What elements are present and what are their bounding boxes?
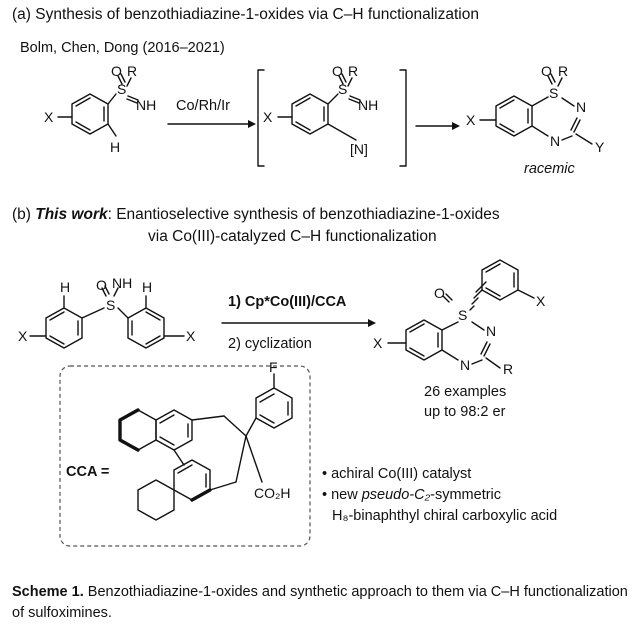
part-b-title-line2: via Co(III)-catalyzed C–H functionalizat… bbox=[148, 228, 437, 245]
atom-x-a1: X bbox=[44, 109, 54, 125]
atom-o-b3: O bbox=[434, 285, 445, 301]
atom-r-a1: R bbox=[127, 63, 138, 79]
atom-n2-a3: N bbox=[550, 133, 561, 149]
bullet-2-pre: • new bbox=[322, 487, 362, 503]
part-b-title: (b) This work: Enantioselective synthesi… bbox=[12, 206, 500, 224]
atom-x-b1: X bbox=[18, 328, 28, 344]
this-work-label: This work bbox=[35, 206, 108, 223]
bullet-2: • new pseudo-C₂-symmetric bbox=[322, 487, 501, 503]
bracket-left bbox=[257, 69, 265, 167]
step2-label: 2) cyclization bbox=[228, 336, 312, 352]
atom-s-a2: S bbox=[338, 81, 348, 97]
atom-n1-a3: N bbox=[576, 99, 587, 115]
ring-a1 bbox=[57, 73, 139, 137]
atom-x-a3: X bbox=[466, 112, 476, 128]
atom-nh-a2: NH bbox=[358, 97, 379, 113]
bullet-3: H₈-binaphthyl chiral carboxylic acid bbox=[332, 508, 558, 524]
cca-structure bbox=[118, 373, 293, 521]
atom-y-a3: Y bbox=[595, 139, 605, 155]
part-a-authors: Bolm, Chen, Dong (2016–2021) bbox=[20, 40, 225, 56]
bullet-2-post: -symmetric bbox=[430, 487, 502, 503]
atom-h-b2: H bbox=[142, 279, 153, 295]
atom-h-a1: H bbox=[110, 139, 121, 155]
n-placeholder-label: [N] bbox=[350, 141, 368, 157]
product-a bbox=[479, 73, 593, 145]
caption-text: Benzothiadiazine-1-oxides and synthetic … bbox=[12, 584, 628, 621]
cca-box bbox=[59, 365, 311, 547]
atom-x-a2: X bbox=[263, 109, 273, 125]
er-value: up to 98:2 er bbox=[424, 404, 506, 420]
bullet-2-italic: pseudo-C₂ bbox=[361, 487, 431, 503]
atom-r-b3: R bbox=[503, 361, 514, 377]
atom-o-b1: O bbox=[96, 277, 107, 293]
part-b-prefix: (b) bbox=[12, 206, 36, 223]
atom-n1-b3: N bbox=[486, 323, 497, 339]
atom-s-b3: S bbox=[458, 307, 468, 323]
product-b bbox=[387, 259, 535, 369]
bracket-right bbox=[399, 69, 407, 167]
racemic-label: racemic bbox=[524, 161, 575, 177]
atom-h-b1: H bbox=[60, 279, 71, 295]
atom-r-a3: R bbox=[558, 63, 569, 79]
ring-a2 bbox=[277, 73, 361, 141]
atom-x-b2: X bbox=[186, 328, 196, 344]
ring-b1-left bbox=[29, 295, 105, 349]
atom-o-a3: O bbox=[541, 63, 552, 79]
atom-o-a1: O bbox=[111, 63, 122, 79]
atom-nh-b1: NH bbox=[112, 275, 133, 291]
reagent-a: Co/Rh/Ir bbox=[176, 98, 230, 114]
cca-label: CCA = bbox=[66, 464, 110, 480]
atom-x-b3: X bbox=[373, 335, 383, 351]
atom-r-a2: R bbox=[348, 63, 359, 79]
scheme-caption: Scheme 1. Benzothiadiazine-1-oxides and … bbox=[12, 582, 630, 624]
ring-b1-right bbox=[101, 285, 185, 349]
atom-s-a3: S bbox=[549, 85, 559, 101]
atom-o-a2: O bbox=[332, 63, 343, 79]
examples-count: 26 examples bbox=[424, 384, 507, 400]
atom-f-cca: F bbox=[269, 359, 278, 375]
atom-nh-a1: NH bbox=[136, 97, 157, 113]
atom-n2-b3: N bbox=[460, 357, 471, 373]
atom-s-a1: S bbox=[117, 81, 127, 97]
step1-label: 1) Cp*Co(III)/CCA bbox=[228, 294, 347, 310]
bullet-1: • achiral Co(III) catalyst bbox=[322, 466, 472, 482]
part-a-title: (a) Synthesis of benzothiadiazine-1-oxid… bbox=[12, 6, 479, 23]
part-b-title-rest: : Enantioselective synthesis of benzothi… bbox=[107, 206, 500, 223]
atom-s-b1: S bbox=[106, 297, 116, 313]
acid-label: CO₂H bbox=[254, 485, 291, 501]
caption-bold: Scheme 1. bbox=[12, 584, 84, 600]
atom-x-b4: X bbox=[536, 293, 546, 309]
